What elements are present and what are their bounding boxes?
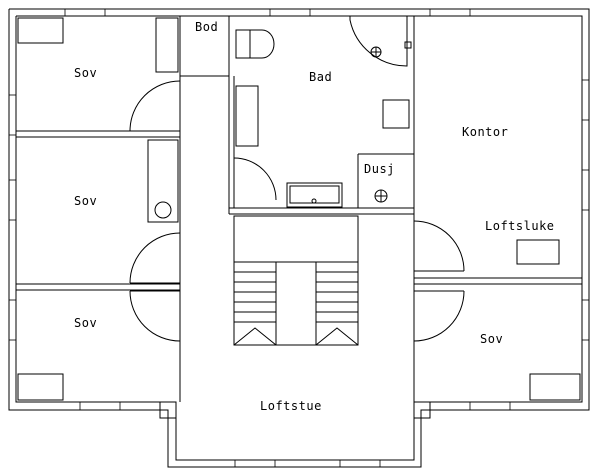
windows [8, 8, 590, 468]
wardrobe-sov-4 [529, 373, 581, 401]
corner-shower [349, 16, 412, 67]
door-sov-3 [129, 290, 181, 342]
label-loftstue: Loftstue [260, 399, 322, 413]
wardrobe-sov-3 [17, 373, 64, 401]
outer-walls [8, 8, 590, 468]
door-sov-4 [413, 290, 465, 342]
bath-shelf [382, 99, 410, 129]
interior-walls [16, 16, 582, 402]
label-sov-4: Sov [480, 332, 503, 346]
door-sov-2 [129, 232, 181, 284]
label-loftsluke: Loftsluke [485, 219, 555, 233]
cabinet-sov-2 [147, 139, 179, 223]
shower-drain [374, 189, 388, 203]
label-sov-3: Sov [74, 316, 97, 330]
furniture [17, 16, 581, 401]
label-bod: Bod [195, 20, 218, 34]
door-sov-1 [129, 80, 181, 132]
label-sov-1: Sov [74, 66, 97, 80]
label-kontor: Kontor [462, 125, 508, 139]
toilet [235, 29, 275, 59]
wardrobe-sov-1 [17, 17, 64, 44]
basin-sov-2 [154, 201, 172, 219]
cabinet-sov-1 [155, 17, 179, 73]
door-kontor [413, 220, 465, 272]
doors [129, 80, 465, 342]
room-labels: Bod Bad Dusj Kontor Loftsluke Sov Sov So… [74, 20, 555, 413]
label-bad: Bad [309, 70, 332, 84]
label-dusj: Dusj [364, 162, 395, 176]
loft-hatch [516, 239, 560, 265]
bath-cabinet [235, 85, 259, 147]
sink [286, 182, 343, 208]
label-sov-2: Sov [74, 194, 97, 208]
door-bad [233, 157, 277, 201]
staircase [233, 215, 359, 346]
